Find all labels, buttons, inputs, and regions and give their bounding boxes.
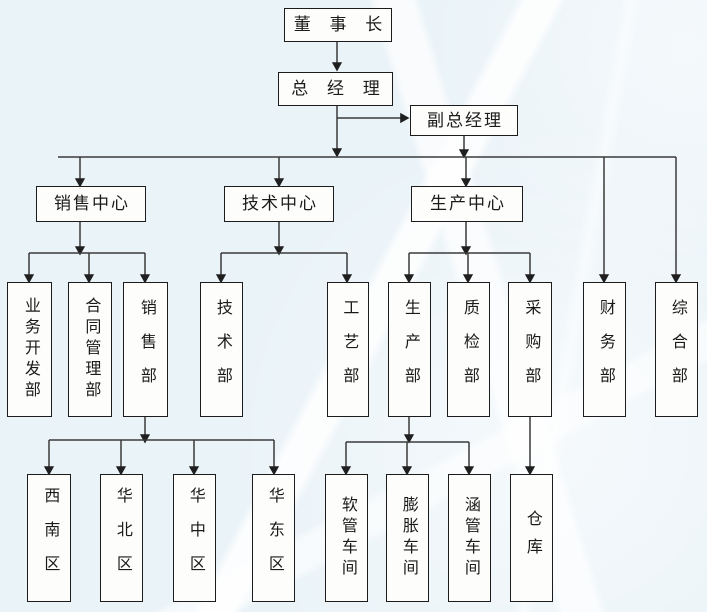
node-general-affairs-dept[interactable]: 综合部 xyxy=(655,282,698,417)
node-contract-mgmt-dept[interactable]: 合同管理部 xyxy=(68,282,112,417)
node-culvert-workshop[interactable]: 涵管车间 xyxy=(448,474,491,602)
node-quality-dept-label: 质检部 xyxy=(460,298,478,401)
node-deputy-general-manager-label: 副总经理 xyxy=(427,110,503,130)
node-central-china-region-label: 华中区 xyxy=(186,487,204,589)
node-warehouse-label: 仓库 xyxy=(523,510,541,566)
node-tech-dept-label: 技术部 xyxy=(213,298,231,401)
node-production-dept[interactable]: 生产部 xyxy=(388,282,431,417)
node-expansion-workshop[interactable]: 膨胀车间 xyxy=(386,474,429,602)
node-north-china-region-label: 华北区 xyxy=(113,487,131,589)
node-east-china-region[interactable]: 华东区 xyxy=(252,474,295,602)
node-warehouse[interactable]: 仓库 xyxy=(510,474,553,602)
node-quality-dept[interactable]: 质检部 xyxy=(447,282,490,417)
node-finance-dept[interactable]: 财务部 xyxy=(583,282,626,417)
node-business-dev-dept[interactable]: 业务开发部 xyxy=(7,282,52,417)
node-sales-center-label: 销售中心 xyxy=(54,194,130,214)
node-deputy-general-manager[interactable]: 副总经理 xyxy=(410,105,518,136)
node-purchasing-dept-label: 采购部 xyxy=(522,298,540,401)
node-business-dev-dept-label: 业务开发部 xyxy=(21,297,39,402)
node-tech-center-label: 技术中心 xyxy=(242,194,318,214)
node-general-affairs-dept-label: 综合部 xyxy=(668,298,686,401)
node-production-center-label: 生产中心 xyxy=(430,194,506,214)
node-sales-dept[interactable]: 销售部 xyxy=(123,282,168,417)
node-sales-dept-label: 销售部 xyxy=(137,298,155,401)
node-finance-dept-label: 财务部 xyxy=(596,298,614,401)
node-hose-workshop-label: 软管车间 xyxy=(338,496,356,580)
node-culvert-workshop-label: 涵管车间 xyxy=(461,496,479,580)
node-general-manager[interactable]: 总 经 理 xyxy=(278,72,393,106)
node-tech-center[interactable]: 技术中心 xyxy=(224,186,334,222)
node-east-china-region-label: 华东区 xyxy=(265,487,283,589)
node-hose-workshop[interactable]: 软管车间 xyxy=(325,474,368,602)
node-chairman-label: 董 事 长 xyxy=(293,15,390,35)
node-chairman[interactable]: 董 事 长 xyxy=(284,8,392,42)
node-production-dept-label: 生产部 xyxy=(401,298,419,401)
node-central-china-region[interactable]: 华中区 xyxy=(173,474,216,602)
node-expansion-workshop-label: 膨胀车间 xyxy=(399,496,417,580)
node-southwest-region-label: 西南区 xyxy=(41,487,59,589)
node-north-china-region[interactable]: 华北区 xyxy=(100,474,143,602)
node-general-manager-label: 总 经 理 xyxy=(291,79,387,99)
node-sales-center[interactable]: 销售中心 xyxy=(36,186,146,222)
node-purchasing-dept[interactable]: 采购部 xyxy=(508,282,552,417)
node-southwest-region[interactable]: 西南区 xyxy=(27,474,71,602)
node-craft-dept[interactable]: 工艺部 xyxy=(327,282,369,417)
node-production-center[interactable]: 生产中心 xyxy=(411,186,523,222)
node-contract-mgmt-dept-label: 合同管理部 xyxy=(82,297,100,402)
node-tech-dept[interactable]: 技术部 xyxy=(200,282,243,417)
node-craft-dept-label: 工艺部 xyxy=(340,298,358,401)
